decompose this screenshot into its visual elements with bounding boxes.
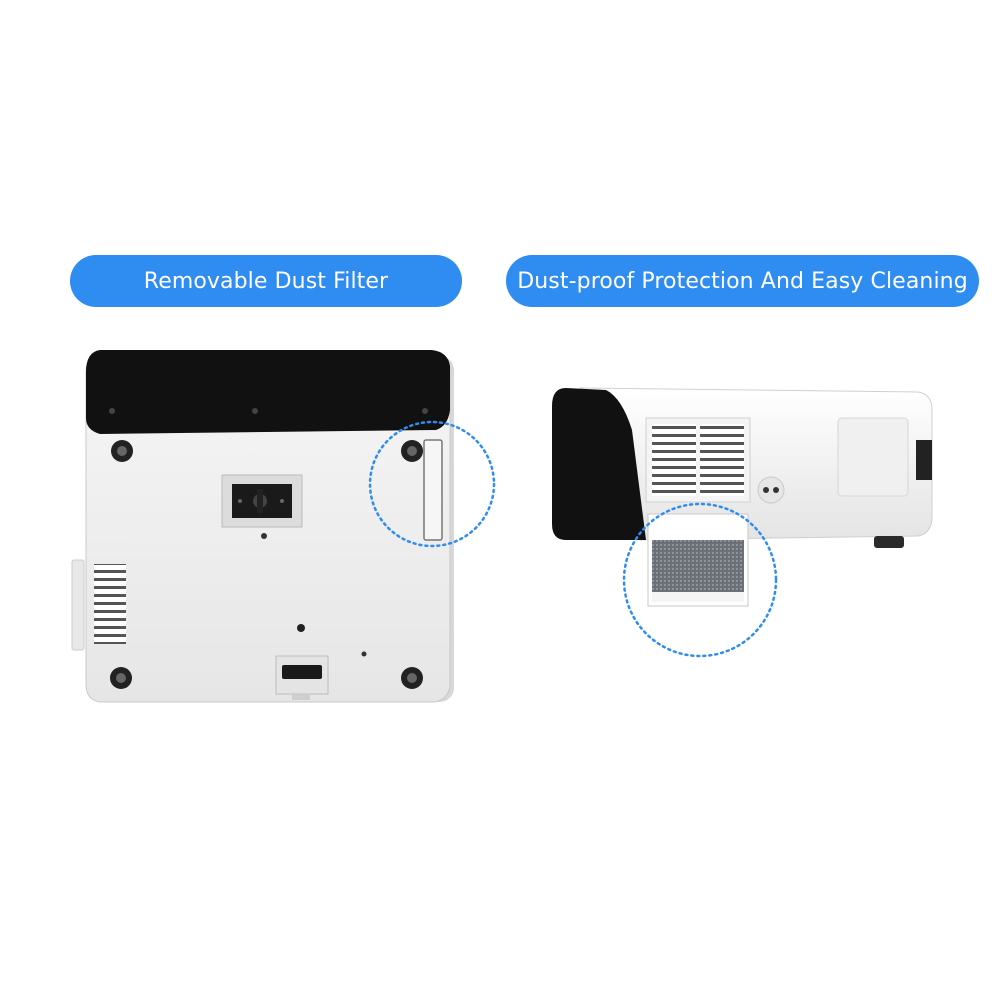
foot-bottom-left xyxy=(110,667,132,689)
removable-dust-filter-text: Removable Dust Filter xyxy=(143,268,389,294)
removable-dust-filter-label: Removable Dust Filter xyxy=(70,255,462,307)
foot-top-right xyxy=(401,440,423,462)
removed-dust-filter xyxy=(647,513,749,607)
dust-proof-protection-text: Dust-proof Protection And Easy Cleaning xyxy=(517,268,968,294)
filter-callout-circle xyxy=(368,420,496,548)
projector-bottom-view xyxy=(71,350,496,703)
dust-proof-protection-label: Dust-proof Protection And Easy Cleaning xyxy=(506,255,979,307)
foot-bottom-right xyxy=(401,667,423,689)
foot-top-left xyxy=(111,440,133,462)
projector-side-view xyxy=(552,387,933,658)
filter-detail-callout-circle xyxy=(622,502,778,658)
